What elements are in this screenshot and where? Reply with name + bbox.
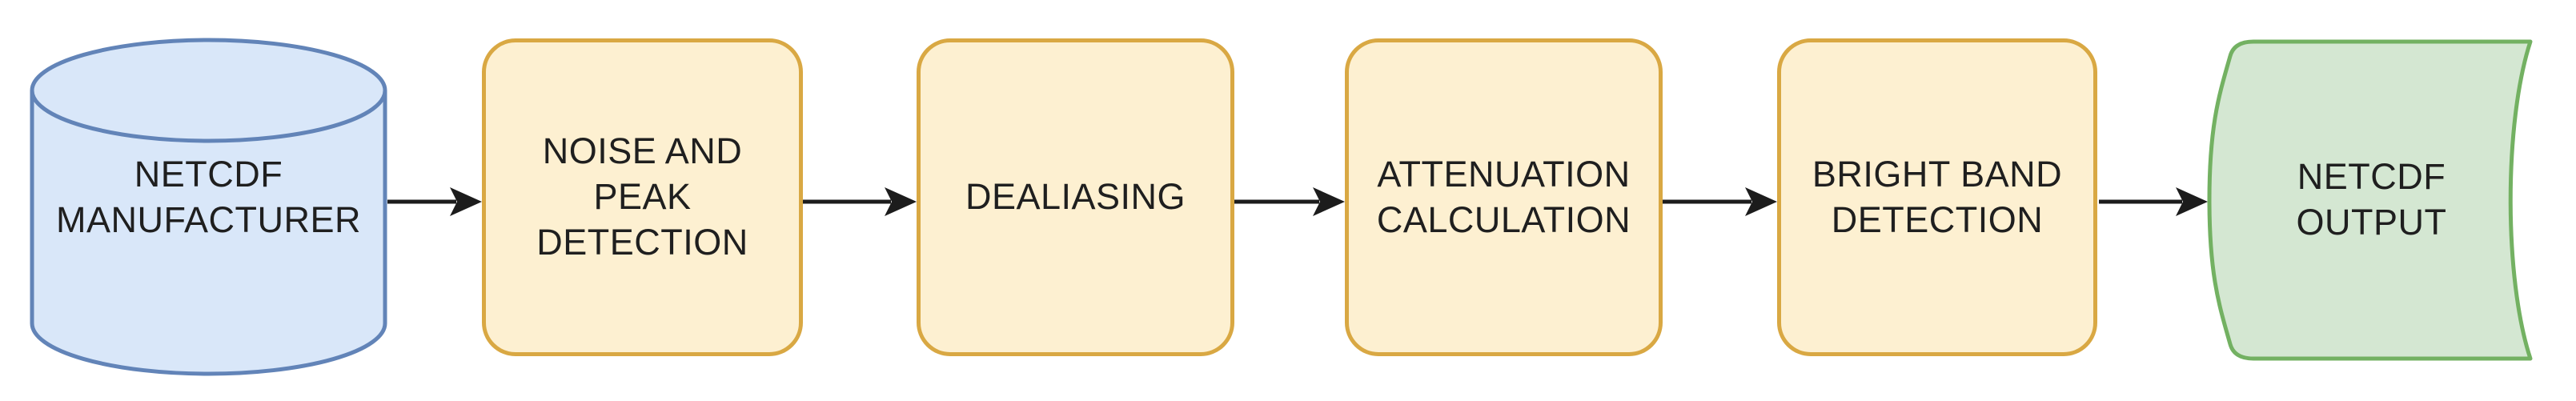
flow-arrow-5 bbox=[2099, 184, 2208, 219]
flow-arrow-4 bbox=[1663, 184, 1777, 219]
node-netcdf-manufacturer: NETCDF MANUFACTURER bbox=[30, 38, 387, 376]
flow-arrow-2 bbox=[803, 184, 917, 219]
node-label-attenuation-calculation: ATTENUATION CALCULATION bbox=[1376, 153, 1631, 240]
cylinder-shape bbox=[30, 38, 387, 376]
node-label-dealiasing: DEALIASING bbox=[965, 176, 1186, 218]
flow-arrow-3 bbox=[1234, 184, 1345, 219]
node-label-netcdf-output: NETCDF OUTPUT bbox=[2296, 156, 2447, 243]
flow-arrow-1 bbox=[387, 184, 482, 219]
process-box-shape bbox=[482, 38, 803, 356]
process-box-shape bbox=[1777, 38, 2097, 356]
node-label-noise-and-peak-detection: NOISE AND PEAK DETECTION bbox=[536, 130, 748, 263]
node-netcdf-output: NETCDF OUTPUT bbox=[2207, 38, 2536, 362]
node-noise-and-peak-detection: NOISE AND PEAK DETECTION bbox=[482, 38, 803, 356]
node-bright-band-detection: BRIGHT BAND DETECTION bbox=[1777, 38, 2097, 356]
process-box-shape bbox=[1345, 38, 1663, 356]
process-box-shape bbox=[917, 38, 1234, 356]
curved-document-shape bbox=[2207, 39, 2533, 361]
node-label-netcdf-manufacturer: NETCDF MANUFACTURER bbox=[55, 153, 361, 240]
node-label-bright-band-detection: BRIGHT BAND DETECTION bbox=[1812, 153, 2063, 240]
node-attenuation-calculation: ATTENUATION CALCULATION bbox=[1345, 38, 1663, 356]
node-dealiasing: DEALIASING bbox=[917, 38, 1234, 356]
